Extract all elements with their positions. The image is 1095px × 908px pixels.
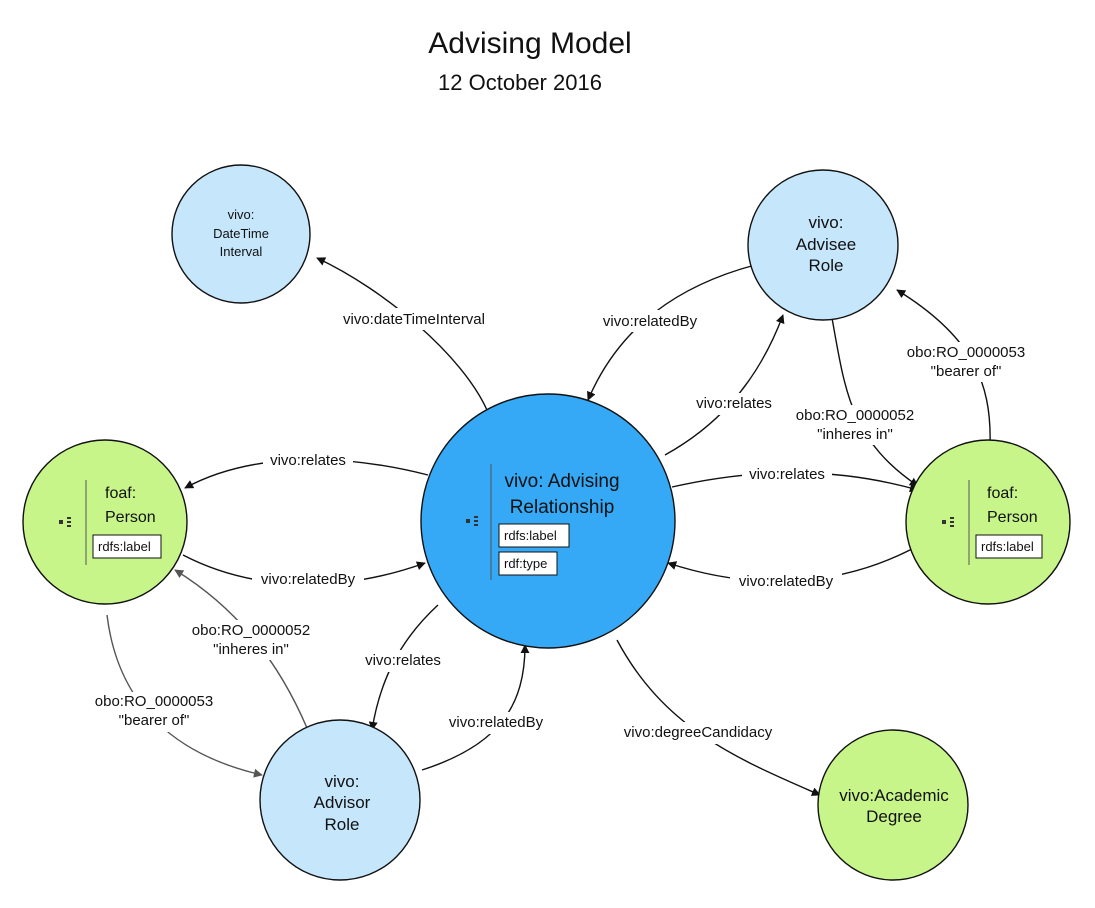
svg-text:vivo:relates: vivo:relates xyxy=(749,466,825,483)
svg-text:vivo:relates: vivo:relates xyxy=(696,395,772,412)
svg-text:Person: Person xyxy=(105,509,156,526)
svg-text:Advisee: Advisee xyxy=(796,235,856,254)
property-box-rdf-type[interactable] xyxy=(498,551,558,576)
svg-text:Person: Person xyxy=(987,509,1038,526)
svg-text:"inheres in": "inheres in" xyxy=(213,641,289,658)
node-person-left[interactable]: foaf: Person rdfs:label xyxy=(22,439,188,605)
advising-label-1: vivo: Advising xyxy=(504,471,619,492)
svg-text:vivo:relatedBy: vivo:relatedBy xyxy=(261,571,356,588)
diagram-title: Advising Model xyxy=(428,27,631,60)
svg-text:obo:RO_0000052: obo:RO_0000052 xyxy=(796,407,914,424)
node-advisor-role[interactable]: vivo: Advisor Role xyxy=(259,719,421,881)
svg-text:obo:RO_0000053: obo:RO_0000053 xyxy=(95,693,213,710)
edge-label-datetime-interval: vivo:dateTimeInterval xyxy=(330,308,498,330)
node-academic-degree[interactable]: vivo:Academic Degree xyxy=(817,729,969,881)
svg-text:obo:RO_0000053: obo:RO_0000053 xyxy=(907,344,1025,361)
diagram-subtitle: 12 October 2016 xyxy=(438,70,602,95)
edge-label-advisor-relates: vivo:relates xyxy=(358,650,450,672)
svg-text:"bearer of": "bearer of" xyxy=(931,363,1002,380)
svg-text:Interval: Interval xyxy=(220,244,263,259)
svg-text:vivo:relates: vivo:relates xyxy=(270,452,346,469)
svg-text:Role: Role xyxy=(325,815,360,834)
edge-label-advisee-inheres: obo:RO_0000052 "inheres in" xyxy=(790,405,920,445)
node-advisee-role[interactable]: vivo: Advisee Role xyxy=(747,169,899,321)
svg-text:rdfs:label: rdfs:label xyxy=(981,539,1034,554)
edge-datetime-interval xyxy=(316,257,488,411)
svg-text:obo:RO_0000052: obo:RO_0000052 xyxy=(192,622,310,639)
svg-text:vivo:relatedBy: vivo:relatedBy xyxy=(449,714,544,731)
svg-text:"inheres in": "inheres in" xyxy=(817,426,893,443)
property-box-rdfs-label[interactable] xyxy=(975,534,1043,559)
edge-label-left-relates: vivo:relates xyxy=(263,449,353,471)
svg-text:Advisor: Advisor xyxy=(314,793,371,812)
svg-text:vivo:: vivo: xyxy=(325,772,360,791)
svg-text:Role: Role xyxy=(809,256,844,275)
drag-handle-icon[interactable] xyxy=(942,520,946,524)
edge-label-right-related-by: vivo:relatedBy xyxy=(730,571,842,593)
svg-text:vivo:dateTimeInterval: vivo:dateTimeInterval xyxy=(343,311,485,328)
property-box-rdfs-label[interactable] xyxy=(92,534,162,559)
edge-advisee-relates xyxy=(664,314,785,456)
edge-label-right-relates: vivo:relates xyxy=(742,464,832,486)
svg-text:"bearer of": "bearer of" xyxy=(119,712,190,729)
svg-text:foaf:: foaf: xyxy=(987,485,1018,502)
node-person-right[interactable]: foaf: Person rdfs:label xyxy=(905,439,1071,605)
edge-degree-candidacy xyxy=(616,639,821,796)
svg-text:vivo:: vivo: xyxy=(228,207,255,222)
drag-handle-icon[interactable] xyxy=(59,520,63,524)
svg-text:vivo:relatedBy: vivo:relatedBy xyxy=(603,313,698,330)
edge-label-advisee-relates: vivo:relates xyxy=(690,393,778,415)
svg-text:DateTime: DateTime xyxy=(213,226,269,241)
svg-text:vivo:Academic: vivo:Academic xyxy=(839,786,949,805)
drag-handle-icon[interactable] xyxy=(466,519,470,523)
svg-text:foaf:: foaf: xyxy=(105,485,136,502)
svg-text:vivo:: vivo: xyxy=(809,213,844,232)
property-box-rdfs-label[interactable] xyxy=(498,523,570,548)
edge-label-left-inheres: obo:RO_0000052 "inheres in" xyxy=(180,620,316,660)
edge-label-advisee-related-by: vivo:relatedBy xyxy=(594,310,706,332)
node-datetime-interval[interactable]: vivo: DateTime Interval xyxy=(171,164,311,304)
svg-text:vivo:relatedBy: vivo:relatedBy xyxy=(739,573,834,590)
edge-label-degree-candidacy: vivo:degreeCandidacy xyxy=(612,722,784,744)
node-advising-relationship[interactable]: vivo: Advising Relationship rdfs:label r… xyxy=(420,393,676,649)
edge-label-advisee-bearer: obo:RO_0000053 "bearer of" xyxy=(900,342,1036,382)
svg-text:rdf:type: rdf:type xyxy=(504,556,547,571)
svg-text:Degree: Degree xyxy=(866,807,922,826)
svg-text:vivo:relates: vivo:relates xyxy=(365,652,441,669)
edge-label-advisor-related-by: vivo:relatedBy xyxy=(440,712,552,734)
svg-text:vivo:degreeCandidacy: vivo:degreeCandidacy xyxy=(624,724,773,741)
edge-label-left-related-by: vivo:relatedBy xyxy=(252,568,364,590)
advising-label-2: Relationship xyxy=(510,497,615,518)
edge-advisee-related-by xyxy=(587,264,756,401)
svg-text:rdfs:label: rdfs:label xyxy=(504,528,557,543)
svg-text:rdfs:label: rdfs:label xyxy=(98,539,151,554)
edge-label-left-bearer: obo:RO_0000053 "bearer of" xyxy=(84,692,220,732)
